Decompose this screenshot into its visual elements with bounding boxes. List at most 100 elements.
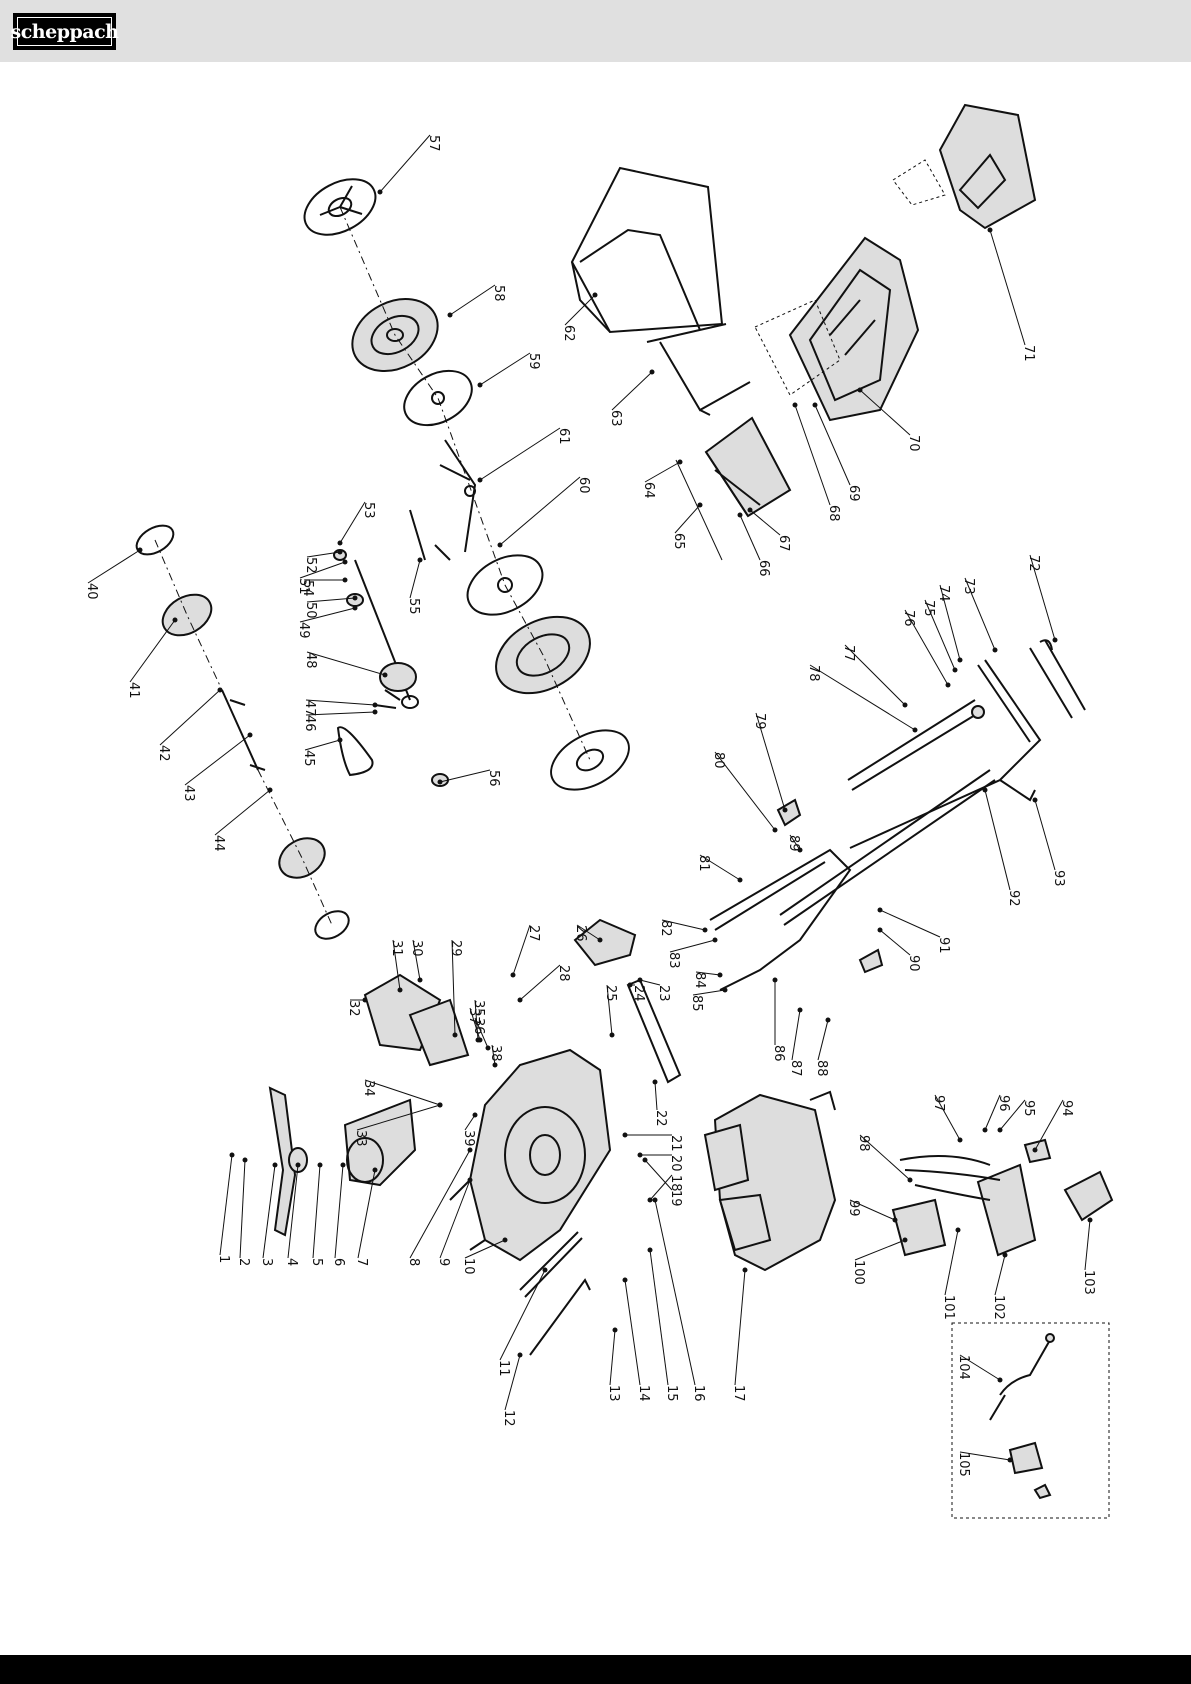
leader-dot-52 (337, 549, 343, 555)
part-number-label-11: 11 (496, 1360, 511, 1377)
leader-line-82 (661, 919, 706, 931)
leader-dot-46 (372, 709, 378, 715)
leader-dot-48 (382, 672, 388, 678)
leader-dot-63 (649, 369, 655, 375)
leader-dot-41 (172, 617, 178, 623)
leader-dot-18 (647, 1197, 653, 1203)
leader-line-2 (239, 1159, 246, 1259)
leader-line-85 (692, 989, 726, 996)
leader-line-103 (1084, 1219, 1091, 1271)
part-number-label-104: 104 (956, 1355, 971, 1380)
leader-dot-8 (467, 1147, 473, 1153)
part-number-label-43: 43 (181, 785, 196, 802)
leader-dot-65 (697, 502, 703, 508)
leader-line-18 (649, 1174, 673, 1201)
leader-dot-29 (452, 1032, 458, 1038)
leader-dot-101 (955, 1227, 961, 1233)
leader-dot-87 (797, 1007, 803, 1013)
part-number-label-73: 73 (961, 578, 976, 595)
part-number-label-18: 18 (668, 1175, 683, 1192)
leader-line-40 (87, 549, 141, 584)
leader-dot-105 (1007, 1457, 1013, 1463)
leader-line-30 (412, 939, 421, 981)
leader-line-9 (439, 1179, 471, 1259)
leader-dot-99 (892, 1217, 898, 1223)
part-number-label-20: 20 (668, 1155, 683, 1172)
rear-bracket-rod-11 (519, 1231, 583, 1298)
leader-dot-4 (295, 1162, 301, 1168)
leader-dot-37 (477, 1037, 483, 1043)
leader-line-59 (479, 352, 531, 386)
part-number-label-13: 13 (606, 1385, 621, 1402)
part-number-label-47: 47 (302, 700, 317, 717)
leader-dot-62 (592, 292, 598, 298)
handle-bar-72 (849, 659, 1042, 849)
part-number-label-6: 6 (331, 1258, 346, 1266)
leader-line-10 (464, 1239, 506, 1259)
leader-dot-90 (877, 927, 883, 933)
key-105 (1033, 1483, 1052, 1500)
leader-line-71 (989, 229, 1026, 346)
part-number-label-45: 45 (301, 750, 316, 767)
leader-line-80 (714, 751, 776, 831)
leader-dot-100 (902, 1237, 908, 1243)
leader-line-6 (334, 1164, 344, 1259)
part-number-label-102: 102 (991, 1295, 1006, 1320)
part-number-label-21: 21 (668, 1135, 683, 1152)
leader-line-11 (499, 1269, 546, 1361)
part-number-label-3: 3 (259, 1258, 274, 1266)
leader-line-68 (794, 404, 831, 506)
leader-line-41 (129, 619, 176, 683)
leader-dot-84 (717, 972, 723, 978)
leader-dot-67 (747, 507, 753, 513)
leader-line-22 (654, 1081, 658, 1111)
part-number-label-26: 26 (573, 925, 588, 942)
part-number-label-35: 35 (471, 1000, 486, 1017)
height-lever-60 (439, 439, 477, 553)
leader-line-73 (964, 577, 996, 651)
release-lever-78-lower (858, 948, 884, 974)
part-number-label-62: 62 (561, 325, 576, 342)
part-number-label-41: 41 (126, 682, 141, 699)
leader-dot-50 (352, 595, 358, 601)
part-number-label-58: 58 (491, 285, 506, 302)
leader-dot-82 (702, 927, 708, 933)
part-number-label-4: 4 (284, 1258, 299, 1266)
leader-line-100 (854, 1239, 906, 1261)
part-number-label-2: 2 (236, 1258, 251, 1266)
part-number-label-75: 75 (921, 600, 936, 617)
leader-line-25 (606, 984, 613, 1036)
part-number-label-52: 52 (303, 557, 318, 574)
leader-line-67 (749, 509, 781, 536)
leader-dot-24 (627, 982, 633, 988)
lower-handle-80 (709, 848, 852, 991)
part-number-label-34: 34 (361, 1080, 376, 1097)
leader-line-79 (755, 712, 786, 811)
leader-dot-103 (1087, 1217, 1093, 1223)
leader-line-27 (512, 924, 531, 976)
leader-line-58 (449, 284, 496, 316)
leader-line-43 (184, 734, 251, 786)
leader-line-63 (611, 371, 653, 411)
part-number-label-67: 67 (776, 535, 791, 552)
upper-handle-71 (1029, 639, 1086, 719)
part-number-label-83: 83 (666, 952, 681, 969)
leader-line-45 (304, 739, 341, 751)
leader-dot-13 (612, 1327, 618, 1333)
leader-line-89 (789, 834, 801, 851)
part-number-label-70: 70 (906, 435, 921, 452)
leader-line-97 (934, 1094, 961, 1141)
leader-dot-80 (772, 827, 778, 833)
leader-line-44 (214, 789, 271, 836)
part-number-label-87: 87 (788, 1060, 803, 1077)
part-number-label-32: 32 (346, 1000, 361, 1017)
leader-dot-91 (877, 907, 883, 913)
part-number-label-19: 19 (668, 1190, 683, 1207)
leader-dot-74 (957, 657, 963, 663)
charger-cable-103 (989, 1333, 1055, 1421)
part-number-label-76: 76 (901, 610, 916, 627)
part-number-label-79: 79 (752, 713, 767, 730)
leader-dot-71 (987, 227, 993, 233)
wire-harness-97 (899, 1155, 1001, 1201)
